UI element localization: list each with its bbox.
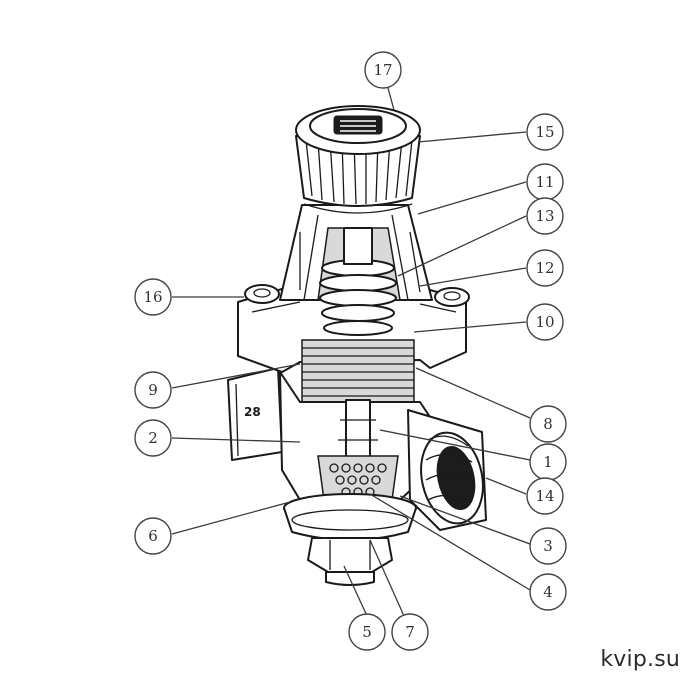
callout-12: 12 <box>526 249 564 287</box>
callout-6-label: 6 <box>148 527 158 545</box>
body-marking: 28 <box>244 405 261 419</box>
callout-7-label: 7 <box>405 623 415 641</box>
leader-15 <box>417 131 527 143</box>
spring <box>319 259 397 336</box>
leader-2 <box>171 437 301 443</box>
base-cap <box>283 493 417 541</box>
leader-11 <box>417 181 527 215</box>
leader-9 <box>171 363 301 389</box>
leader-lines <box>171 87 531 619</box>
callout-16-label: 16 <box>143 288 162 306</box>
callout-10-label: 10 <box>535 313 554 331</box>
leader-6 <box>171 501 291 535</box>
outlet-port <box>407 409 487 531</box>
callout-5: 5 <box>348 613 386 651</box>
diaphragm-stack <box>301 339 415 403</box>
leader-17 <box>387 87 395 111</box>
leader-4 <box>369 493 531 591</box>
callout-4: 4 <box>529 573 567 611</box>
leader-8 <box>415 367 531 419</box>
leader-10 <box>413 321 527 333</box>
callout-9: 9 <box>134 371 172 409</box>
callout-5-label: 5 <box>362 623 372 641</box>
callout-8: 8 <box>529 405 567 443</box>
callout-17: 17 <box>364 51 402 89</box>
callout-10: 10 <box>526 303 564 341</box>
leader-3 <box>399 495 531 545</box>
filter-screen <box>317 455 399 501</box>
callout-14-label: 14 <box>535 487 554 505</box>
callout-11-label: 11 <box>535 173 554 191</box>
callout-2-label: 2 <box>148 429 158 447</box>
leader-14 <box>485 477 527 495</box>
callout-3: 3 <box>529 527 567 565</box>
adjusting-spindle <box>343 227 373 265</box>
mounting-hole-right <box>434 287 470 307</box>
callout-15: 15 <box>526 113 564 151</box>
callout-9-label: 9 <box>148 381 158 399</box>
callout-7: 7 <box>391 613 429 651</box>
callout-11: 11 <box>526 163 564 201</box>
callout-2: 2 <box>134 419 172 457</box>
leader-13 <box>397 215 527 277</box>
callout-1-label: 1 <box>543 453 553 471</box>
callout-6: 6 <box>134 517 172 555</box>
callout-17-label: 17 <box>373 61 392 79</box>
leader-5 <box>343 565 369 619</box>
mounting-hole-left <box>244 284 280 304</box>
valve-stem <box>345 399 371 461</box>
leader-12 <box>419 267 527 287</box>
callout-13-label: 13 <box>535 207 554 225</box>
leader-1 <box>379 429 531 461</box>
leader-7 <box>369 539 405 617</box>
callout-3-label: 3 <box>543 537 553 555</box>
callout-16: 16 <box>134 278 172 316</box>
callout-8-label: 8 <box>543 415 553 433</box>
callout-12-label: 12 <box>535 259 554 277</box>
adjustment-knob[interactable] <box>295 105 421 214</box>
callout-14: 14 <box>526 477 564 515</box>
callout-15-label: 15 <box>535 123 554 141</box>
valve-body: 28 <box>227 204 487 586</box>
callout-13: 13 <box>526 197 564 235</box>
callout-1: 1 <box>529 443 567 481</box>
watermark: kvip.su <box>600 647 680 672</box>
callout-4-label: 4 <box>543 583 553 601</box>
